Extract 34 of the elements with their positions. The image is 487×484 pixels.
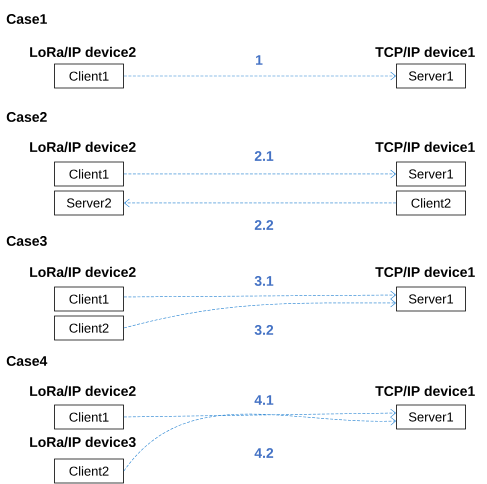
- arrow: [124, 414, 396, 472]
- box: Client2: [54, 458, 124, 484]
- box: Client1: [54, 286, 124, 312]
- arrow: [124, 408, 396, 418]
- edge-label: 2.2: [254, 220, 274, 230]
- edge-label: 2.1: [254, 151, 274, 161]
- box: Client2: [54, 316, 124, 340]
- arrow: [124, 198, 396, 208]
- box: Client1: [54, 64, 124, 88]
- device-label: LoRa/IP device2: [30, 266, 136, 278]
- box: Client1: [54, 162, 124, 186]
- case-heading: Case1: [6, 14, 47, 24]
- arrow: [124, 298, 396, 328]
- edge-label: 3.2: [254, 325, 274, 335]
- device-label: LoRa/IP device3: [30, 436, 136, 448]
- edge-label: 3.1: [254, 276, 274, 286]
- edge-label: 4.1: [254, 395, 274, 405]
- arrow: [124, 290, 396, 300]
- case-heading: Case2: [6, 112, 47, 122]
- box: Client1: [54, 404, 124, 430]
- device-label: TCP/IP device1: [375, 142, 475, 152]
- box: Client2: [396, 190, 466, 216]
- box: Server1: [396, 64, 466, 88]
- edge-label: 4.2: [254, 448, 274, 458]
- device-label: LoRa/IP device2: [30, 142, 136, 152]
- box: Server2: [54, 190, 124, 216]
- arrow: [124, 170, 396, 178]
- edge-label: 1: [256, 55, 262, 65]
- case-heading: Case4: [6, 356, 48, 366]
- box: Server1: [396, 286, 466, 312]
- box: Server1: [396, 404, 466, 430]
- box: Server1: [396, 162, 466, 186]
- case-heading: Case3: [6, 236, 47, 246]
- arrow: [124, 72, 396, 80]
